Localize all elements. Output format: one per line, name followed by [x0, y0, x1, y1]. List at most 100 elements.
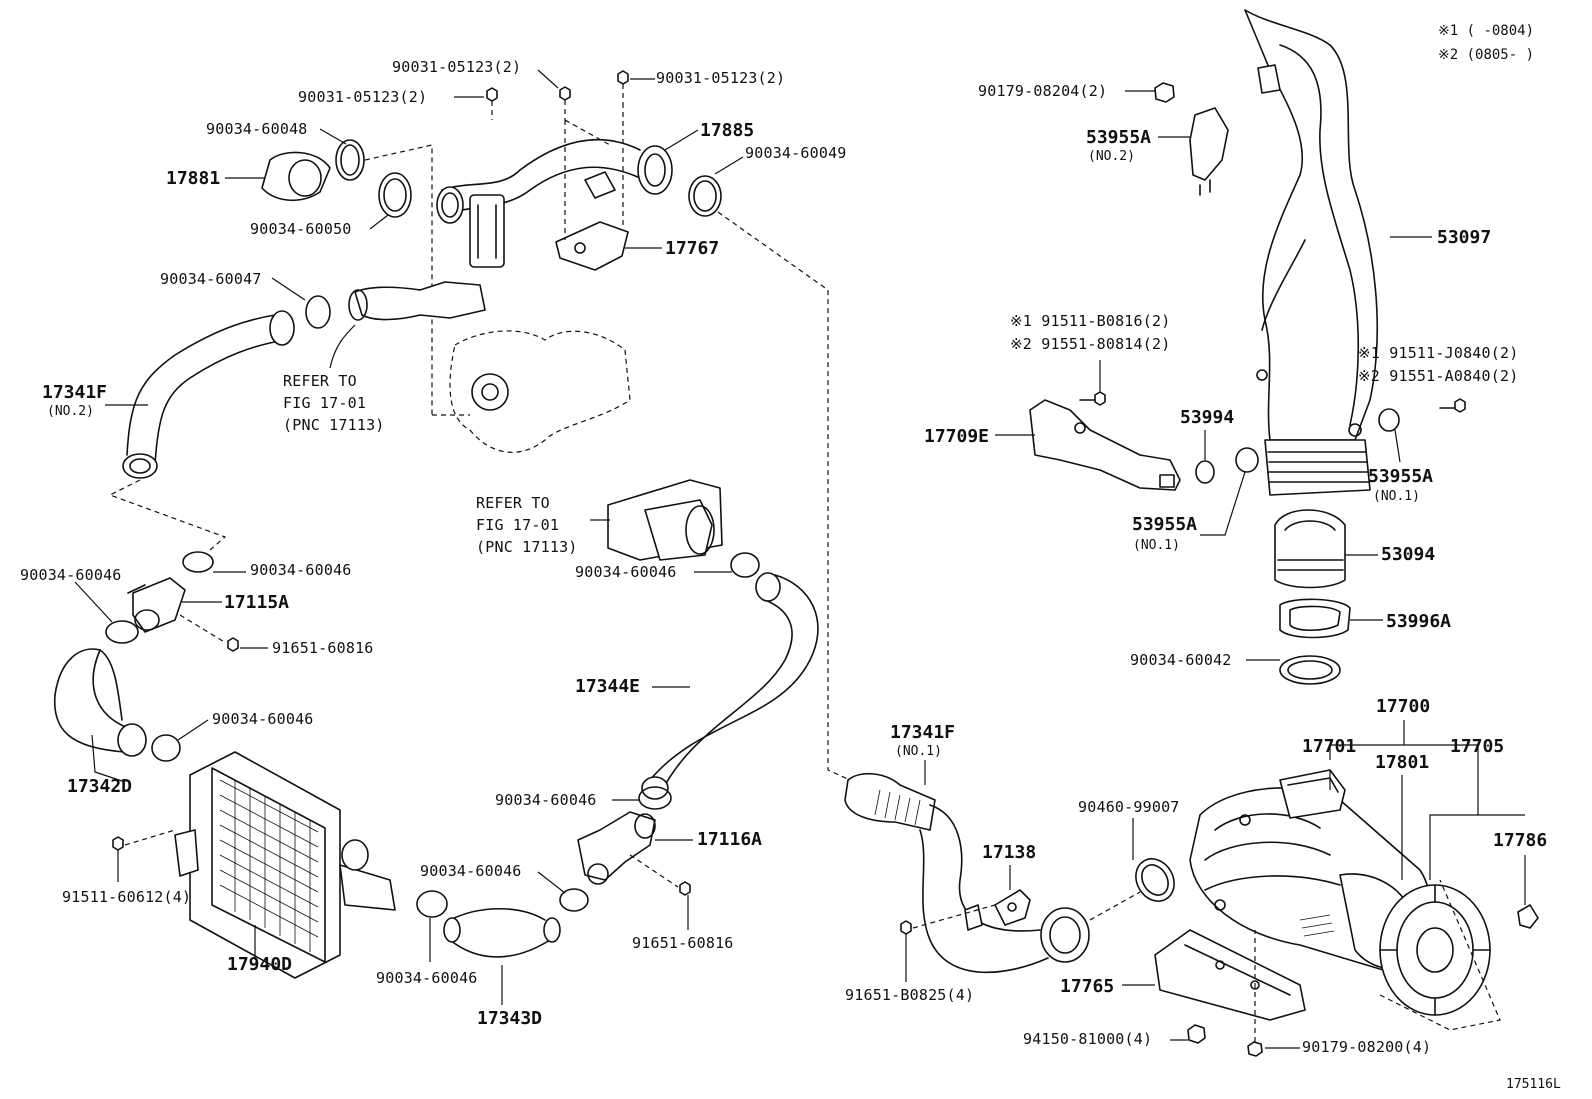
bracket-17138 — [964, 889, 1031, 931]
label-17116a: 17116A — [697, 829, 762, 850]
label-17705: 17705 — [1450, 736, 1504, 757]
grommet-53955a-no1-left — [1235, 447, 1259, 473]
bolt-icon — [559, 86, 571, 120]
label-91551-a0840: ※2 91551-A0840(2) — [1358, 367, 1518, 385]
label-90034-60048: 90034-60048 — [206, 120, 308, 138]
gasket-53996a — [1279, 598, 1351, 639]
label-no1-l: (NO.1) — [1133, 538, 1180, 553]
nut-icon — [1154, 82, 1175, 103]
label-91651-b0825: 91651-B0825(4) — [845, 986, 974, 1004]
bolt-icon — [617, 70, 629, 103]
label-17767: 17767 — [665, 238, 719, 259]
grommet-53955a-no2 — [1189, 107, 1229, 196]
label-91511-j0840: ※1 91511-J0840(2) — [1358, 344, 1518, 362]
label-53094: 53094 — [1381, 544, 1435, 565]
label-90034-60046-b: 90034-60046 — [20, 566, 122, 584]
bracket-17767 — [555, 103, 629, 271]
label-90034-60046-g: 90034-60046 — [376, 969, 478, 987]
hose-clamp-icon — [559, 888, 589, 912]
refer-to-b-line3: (PNC 17113) — [476, 538, 578, 556]
resonator-53094 — [1274, 509, 1346, 589]
label-90034-60046-f: 90034-60046 — [420, 862, 522, 880]
label-90031-05123-mid: 90031-05123(2) — [392, 58, 521, 76]
label-90034-60050: 90034-60050 — [250, 220, 352, 238]
label-90034-60047: 90034-60047 — [160, 270, 262, 288]
hose-clamp-icon — [730, 552, 760, 578]
label-17700: 17700 — [1376, 696, 1430, 717]
label-91551-80814: ※2 91551-80814(2) — [1010, 335, 1170, 353]
label-91651-60816-b: 91651-60816 — [632, 934, 734, 952]
hose-clamp-icon — [1135, 858, 1175, 902]
turbo-outlet-pipe-17885 — [436, 138, 673, 268]
label-90034-60046-a: 90034-60046 — [250, 561, 352, 579]
label-no1-r: (NO.1) — [1373, 489, 1420, 504]
label-17341f-no1: 17341F — [890, 722, 955, 743]
bolt-icon — [486, 87, 498, 120]
hose-clamp-icon — [182, 551, 214, 573]
hose-17344e — [641, 572, 819, 800]
refer-to-b-line1: REFER TO — [476, 494, 550, 512]
hose-clamp-icon — [416, 890, 448, 918]
bolt-icon — [1079, 391, 1106, 406]
refer-to-b-line2: FIG 17-01 — [476, 516, 559, 534]
label-91511-60612: 91511-60612(4) — [62, 888, 191, 906]
label-17801: 17801 — [1375, 752, 1429, 773]
label-90034-60046-d: 90034-60046 — [575, 563, 677, 581]
nut-icon — [1247, 930, 1263, 1057]
bolt-icon — [112, 829, 176, 851]
label-no1-c: (NO.1) — [895, 744, 942, 759]
bolt-icon — [900, 904, 996, 935]
washer-53994 — [1195, 460, 1215, 484]
label-94150-81000: 94150-81000(4) — [1023, 1030, 1152, 1048]
label-91651-60816-a: 91651-60816 — [272, 639, 374, 657]
label-53097: 53097 — [1437, 227, 1491, 248]
air-cleaner-assembly-17700 — [1189, 769, 1491, 1016]
label-53955a-no1-right: 53955A — [1368, 466, 1433, 487]
label-90034-60046-c: 90034-60046 — [212, 710, 314, 728]
label-53955a-no1-left: 53955A — [1132, 514, 1197, 535]
label-17765: 17765 — [1060, 976, 1114, 997]
note-1: ※1 ( -0804) — [1438, 23, 1534, 39]
label-90034-60042: 90034-60042 — [1130, 651, 1232, 669]
hose-clamp-icon — [638, 786, 672, 810]
figure-code: 175116L — [1506, 1077, 1561, 1092]
note-2: ※2 (0805- ) — [1438, 47, 1534, 63]
hose-clamp-icon — [151, 734, 181, 762]
refer-to-a-line2: FIG 17-01 — [283, 394, 366, 412]
hose-17881 — [261, 151, 331, 202]
refer-to-a-line1: REFER TO — [283, 372, 357, 390]
label-17115a: 17115A — [224, 592, 289, 613]
label-90460-99007: 90460-99007 — [1078, 798, 1180, 816]
label-17701: 17701 — [1302, 736, 1356, 757]
hose-clamp-icon — [1279, 655, 1341, 685]
label-17343d: 17343D — [477, 1008, 542, 1029]
nut-icon — [1187, 1024, 1206, 1044]
bracket-17765 — [1154, 929, 1306, 1021]
label-53996a: 53996A — [1386, 611, 1451, 632]
hose-17341f-no2 — [122, 310, 295, 479]
hose-clamp-icon — [378, 172, 412, 218]
pipe-17115a — [127, 577, 186, 633]
label-17342d: 17342D — [67, 776, 132, 797]
label-90179-08204: 90179-08204(2) — [978, 82, 1107, 100]
air-inlet-duct-53097 — [1244, 9, 1379, 496]
label-90031-05123-left: 90031-05123(2) — [298, 88, 427, 106]
hose-17343d — [443, 908, 561, 958]
label-17940d: 17940D — [227, 954, 292, 975]
bolt-icon — [1439, 398, 1466, 413]
label-90034-60049: 90034-60049 — [745, 144, 847, 162]
bolt-icon — [629, 854, 691, 896]
clip-17786 — [1517, 904, 1539, 929]
label-53955a-no2: 53955A — [1086, 127, 1151, 148]
hose-17341f-no1 — [844, 772, 1090, 974]
hose-clamp-icon — [305, 295, 331, 329]
label-90034-60046-e: 90034-60046 — [495, 791, 597, 809]
hose-clamp-icon — [335, 139, 365, 181]
pipe-17116a — [577, 811, 656, 885]
label-17885: 17885 — [700, 120, 754, 141]
label-17786: 17786 — [1493, 830, 1547, 851]
bolt-icon — [179, 614, 239, 652]
turbocharger-reference-a — [348, 281, 631, 453]
label-17341f-no2: 17341F — [42, 382, 107, 403]
hose-clamp-icon — [688, 175, 722, 217]
